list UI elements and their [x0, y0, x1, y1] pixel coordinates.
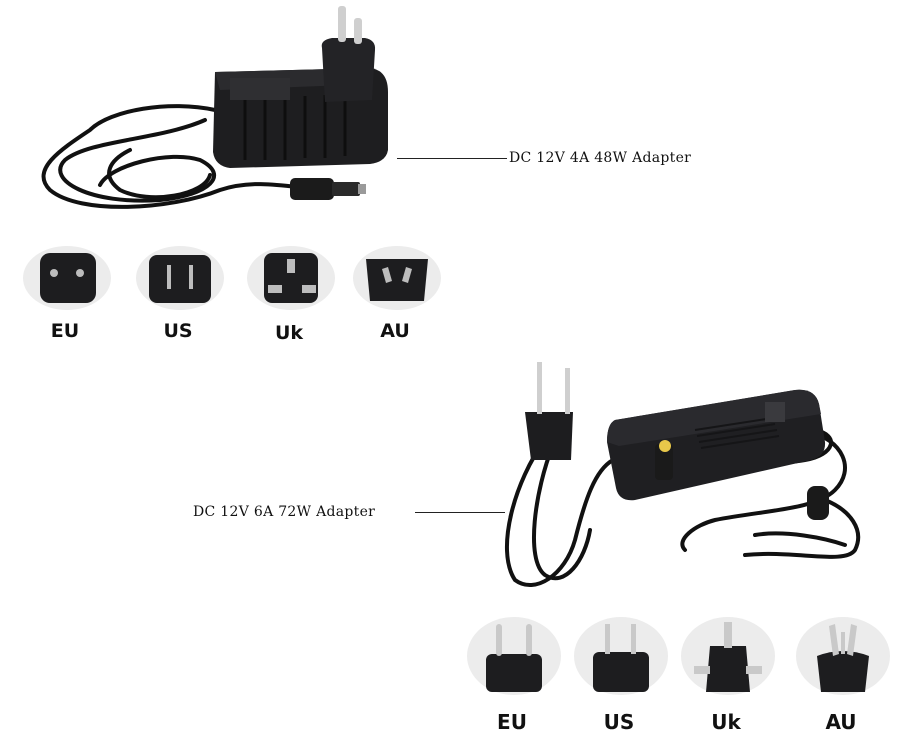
plug-au-label: AU [825, 710, 857, 734]
plug-uk-thumbnail [681, 617, 775, 695]
adapter-48w-leader-line [397, 158, 507, 159]
adapter-72w-leader-line [415, 512, 505, 513]
adapter-72w-label: DC 12V 6A 72W Adapter [193, 504, 376, 520]
adapter-72w-photo [505, 362, 861, 587]
plug-au-thumbnail [353, 246, 441, 310]
adapter-48w-photo [41, 6, 388, 209]
plug-us-label: US [603, 710, 635, 734]
plug-au-thumbnail [796, 617, 890, 695]
plug-eu-label: EU [50, 320, 80, 342]
plug-us-thumbnail [136, 246, 224, 310]
plug-us-thumbnail [574, 617, 668, 695]
plug-us-label: US [163, 320, 193, 342]
plug-eu-thumbnail [23, 246, 111, 310]
plug-uk-thumbnail [247, 246, 335, 310]
adapter-48w-label: DC 12V 4A 48W Adapter [509, 150, 692, 166]
plug-uk-label: Uk [274, 322, 304, 344]
plug-uk-label: Uk [711, 710, 741, 734]
plug-au-label: AU [380, 320, 410, 342]
plug-eu-label: EU [497, 710, 527, 734]
plug-eu-thumbnail [467, 617, 561, 695]
